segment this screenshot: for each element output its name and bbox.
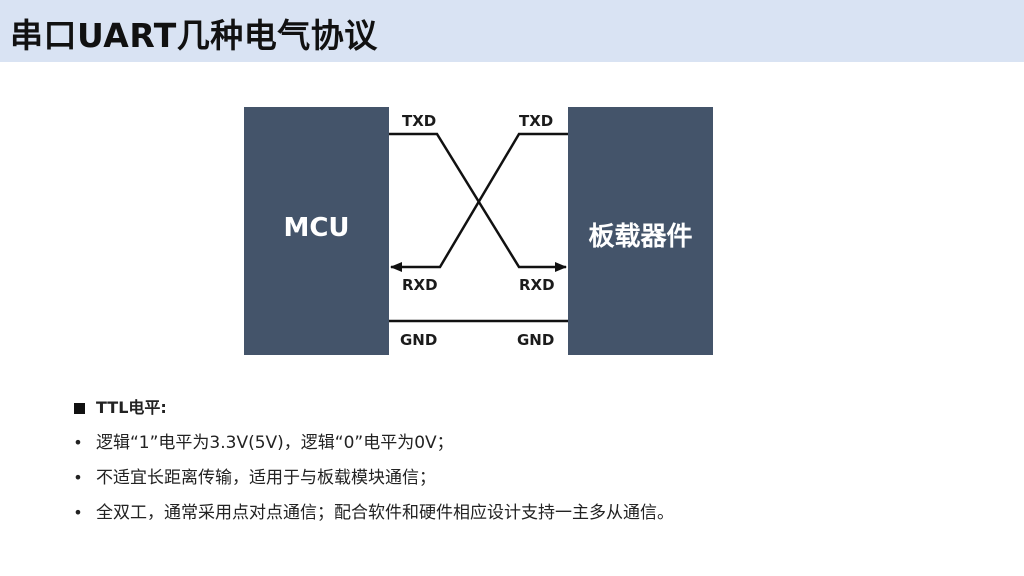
mcu-block: MCU <box>244 107 389 355</box>
pin-label-mcu-rxd: RXD <box>402 276 438 294</box>
wire-board-txd-to-mcu-rxd <box>390 132 568 272</box>
pin-label-board-txd: TXD <box>519 112 554 130</box>
list-item: • 逻辑“1”电平为3.3V(5V)，逻辑“0”电平为0V； <box>72 429 972 464</box>
list-item-text: 不适宜长距离传输，适用于与板载模块通信； <box>96 468 436 488</box>
notes-list: TTL电平: • 逻辑“1”电平为3.3V(5V)，逻辑“0”电平为0V； • … <box>72 394 972 534</box>
square-bullet-icon <box>74 403 85 414</box>
mcu-block-label: MCU <box>283 213 350 243</box>
notes-heading: TTL电平: <box>96 398 167 417</box>
pin-label-board-rxd: RXD <box>519 276 555 294</box>
bullet-dot-icon: • <box>73 433 83 452</box>
pin-label-board-gnd: GND <box>517 331 555 349</box>
notes-heading-row: TTL电平: <box>72 394 972 429</box>
slide-title: 串口UART几种电气协议 <box>10 16 378 55</box>
wire-mcu-txd-to-board-rxd <box>389 132 567 272</box>
pin-label-mcu-gnd: GND <box>400 331 438 349</box>
title-bar: 串口UART几种电气协议 <box>0 0 1024 62</box>
board-device-block-label: 板载器件 <box>588 222 693 252</box>
list-item: • 不适宜长距离传输，适用于与板载模块通信； <box>72 464 972 499</box>
pin-label-mcu-txd: TXD <box>402 112 437 130</box>
list-item-text: 逻辑“1”电平为3.3V(5V)，逻辑“0”电平为0V； <box>96 433 454 453</box>
bullet-dot-icon: • <box>73 468 83 487</box>
bullet-dot-icon: • <box>73 503 83 522</box>
board-device-block: 板载器件 <box>568 107 713 355</box>
list-item: • 全双工，通常采用点对点通信；配合软件和硬件相应设计支持一主多从通信。 <box>72 499 972 534</box>
list-item-text: 全双工，通常采用点对点通信；配合软件和硬件相应设计支持一主多从通信。 <box>96 503 674 523</box>
